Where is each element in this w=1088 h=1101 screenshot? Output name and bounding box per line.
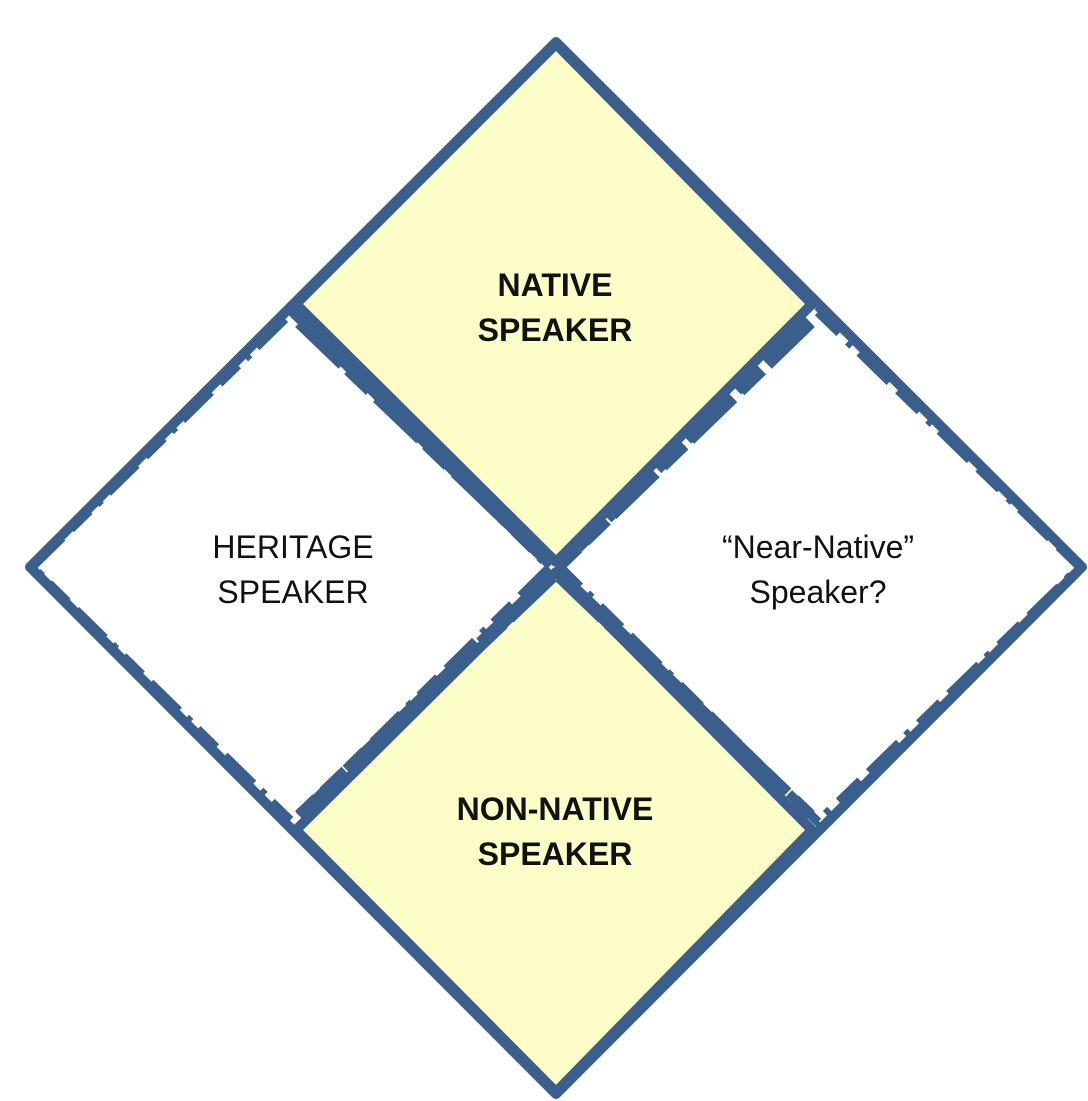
near-native-speaker-line1: “Near-Native” — [722, 529, 914, 565]
non-native-speaker-line2: SPEAKER — [478, 836, 633, 872]
non-native-speaker-label: NON-NATIVE SPEAKER — [457, 791, 654, 872]
heritage-speaker-label: HERITAGE SPEAKER — [212, 529, 373, 610]
heritage-speaker-line1: HERITAGE — [212, 529, 373, 565]
near-native-speaker-label: “Near-Native” Speaker? — [722, 529, 914, 610]
near-native-speaker-line2: Speaker? — [750, 574, 887, 610]
heritage-speaker-line2: SPEAKER — [217, 574, 368, 610]
native-speaker-label: NATIVE SPEAKER — [478, 267, 633, 348]
seam-bottom-left — [295, 570, 557, 822]
seam-top-right — [555, 316, 815, 570]
outer-diamond-border — [25, 37, 1087, 1099]
native-speaker-line2: SPEAKER — [478, 312, 633, 348]
seam-top-left — [295, 316, 557, 570]
seam-bottom-right — [555, 570, 815, 822]
native-speaker-line1: NATIVE — [498, 267, 613, 303]
non-native-speaker-line1: NON-NATIVE — [457, 791, 654, 827]
